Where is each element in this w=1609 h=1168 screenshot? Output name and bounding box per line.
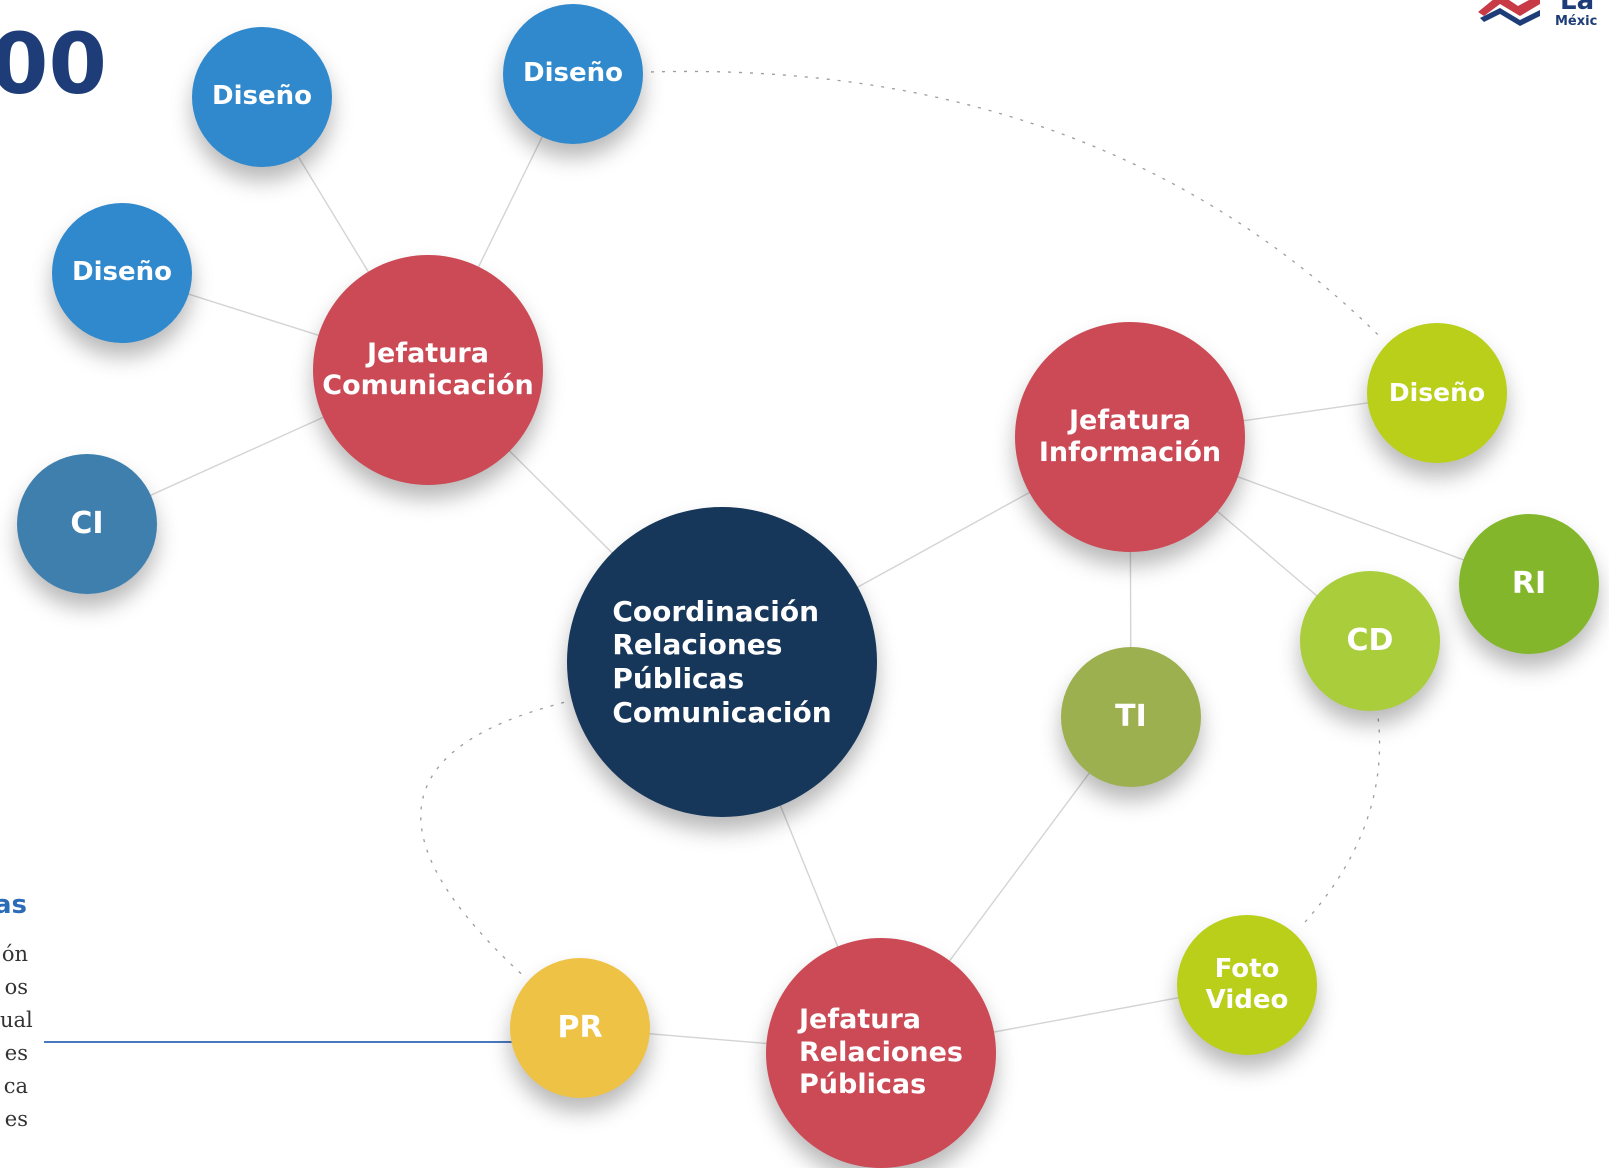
node-jefatura-relaciones-publicas: Jefatura Relaciones Públicas: [766, 938, 996, 1168]
logo-subtitle: Méxic: [1555, 14, 1598, 29]
side-line: ual: [0, 1008, 33, 1032]
company-logo-icon: [1478, 0, 1540, 26]
node-label: Diseño: [72, 257, 172, 288]
node-label: TI: [1115, 699, 1147, 734]
node-jefatura-comunicacion: Jefatura Comunicación: [313, 255, 543, 485]
node-diseno: Diseño: [52, 203, 192, 343]
node-label: CI: [70, 506, 104, 541]
node-label: Jefatura Comunicación: [322, 337, 534, 401]
node-ci: CI: [17, 454, 157, 594]
logo-wordmark: La: [1560, 0, 1595, 16]
node-foto-video: Foto Video: [1177, 915, 1317, 1055]
side-line: es: [4, 1041, 28, 1065]
node-cd: CD: [1300, 571, 1440, 711]
node-label: RI: [1511, 566, 1547, 601]
node-label: Diseño: [212, 81, 312, 112]
node-label: CD: [1346, 623, 1394, 658]
node-label: Diseño: [1388, 378, 1486, 407]
node-label: Coordinación Relaciones Públicas Comunic…: [612, 594, 832, 729]
node-ti: TI: [1061, 647, 1201, 787]
node-pr: PR: [510, 958, 650, 1098]
node-label: Jefatura Relaciones Públicas: [799, 1004, 963, 1101]
side-paragraph: ón os ual es ca es: [0, 938, 33, 1136]
node-coordinacion: Coordinación Relaciones Públicas Comunic…: [567, 507, 877, 817]
dashed-connector: [1299, 718, 1381, 929]
node-diseno: Diseño: [1367, 323, 1507, 463]
side-line: os: [4, 975, 28, 999]
node-label: Jefatura Información: [1038, 404, 1222, 468]
side-line: es: [4, 1107, 28, 1131]
side-line: ca: [3, 1074, 28, 1098]
node-label: Diseño: [523, 58, 623, 89]
node-jefatura-informacion: Jefatura Información: [1015, 322, 1245, 552]
node-ri: RI: [1459, 514, 1599, 654]
node-label: Foto Video: [1205, 953, 1289, 1015]
dashed-connector: [420, 701, 565, 976]
side-line: ón: [1, 942, 28, 966]
node-diseno: Diseño: [503, 4, 643, 144]
dashed-connector: [650, 70, 1382, 339]
node-diseno: Diseño: [192, 27, 332, 167]
node-label: PR: [557, 1010, 603, 1045]
side-heading: as: [0, 890, 28, 920]
page-title: 00: [0, 15, 107, 113]
